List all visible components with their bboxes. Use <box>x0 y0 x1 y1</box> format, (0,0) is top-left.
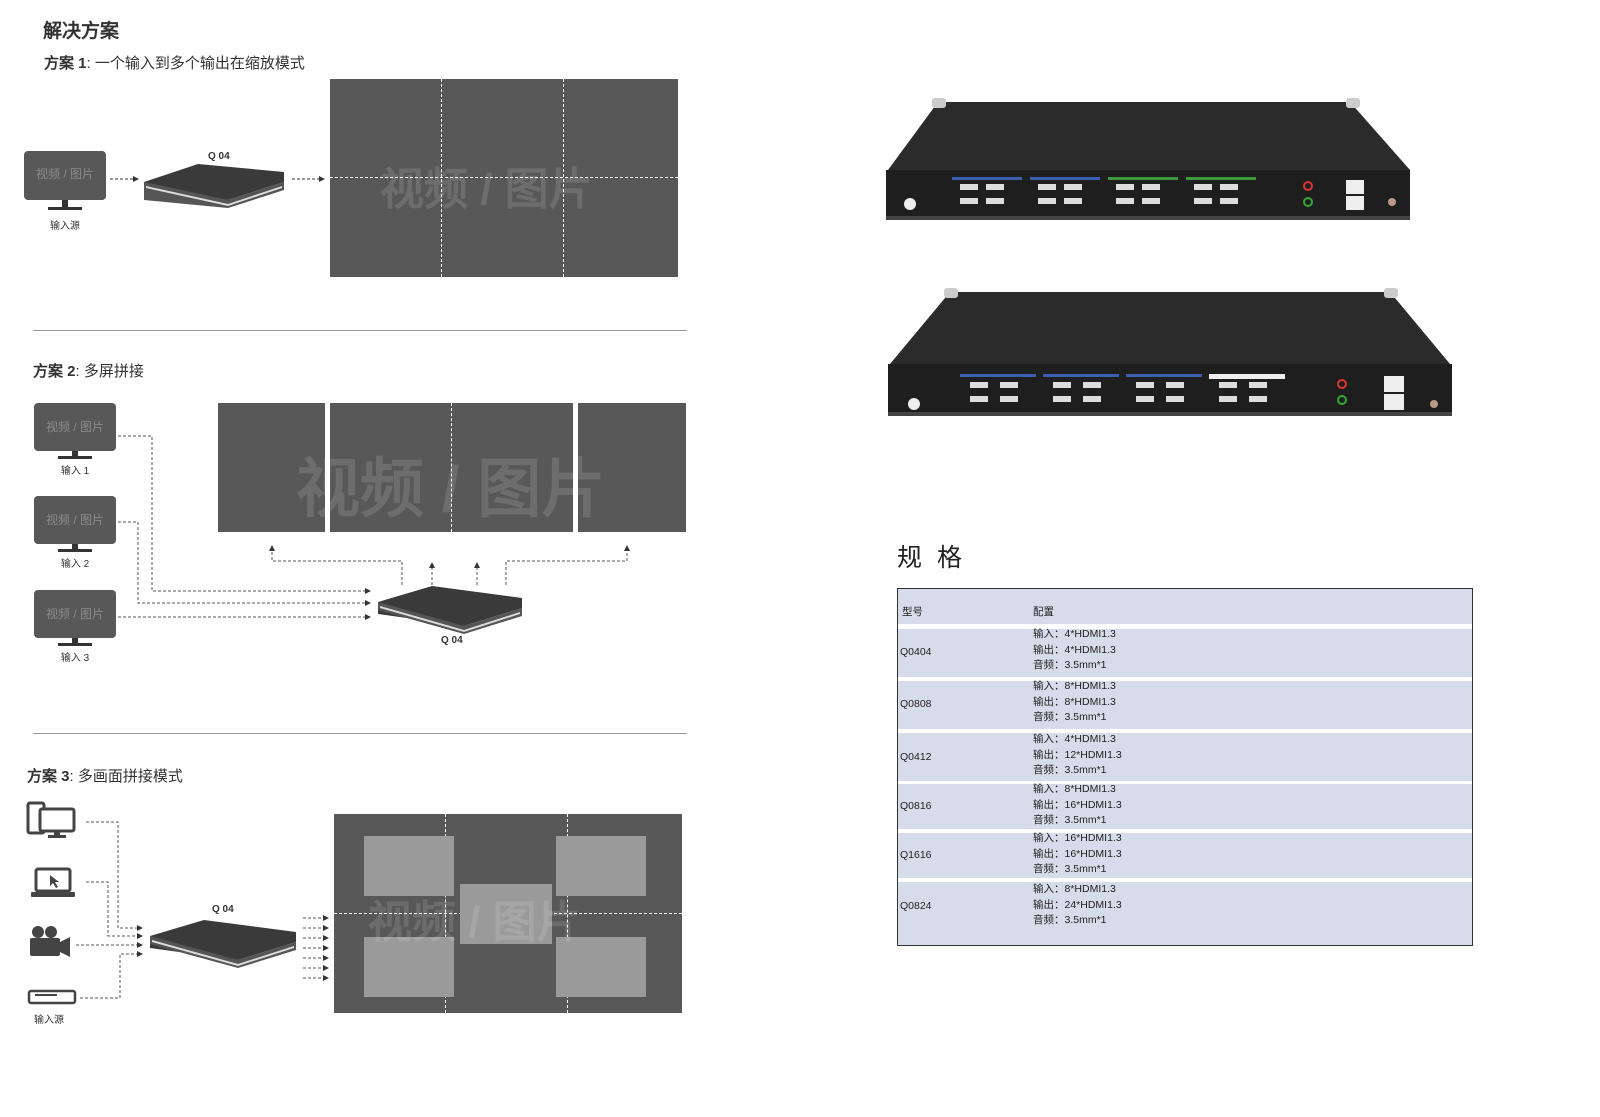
plan1-title: 方案 1: 一个输入到多个输出在缩放模式 <box>44 55 305 72</box>
plan2-screen-1 <box>218 403 325 532</box>
plan1-device <box>144 164 284 208</box>
plan2-device-label: Q 04 <box>441 635 463 646</box>
player-icon <box>27 989 77 1005</box>
header-model: 型号 <box>902 606 923 618</box>
section-title: 解决方案 <box>43 21 120 42</box>
row-model: Q0816 <box>900 800 932 812</box>
window-tile <box>460 884 552 944</box>
plan1-video-wall: 视频 / 图片 <box>330 79 678 277</box>
window-tile <box>364 836 454 896</box>
camera-icon <box>30 926 70 957</box>
plan3-title: 方案 3: 多画面拼接模式 <box>27 768 183 785</box>
window-tile <box>364 937 454 997</box>
spec-title: 规 格 <box>897 544 966 572</box>
plan2-monitor-3: 视频 / 图片 输入 3 <box>34 590 116 664</box>
plan1-watermark: 视频 / 图片 <box>380 165 593 214</box>
monitor-screen: 视频 / 图片 <box>34 590 116 638</box>
divider-1 <box>33 330 687 331</box>
monitor-label: 输入 1 <box>60 466 90 477</box>
plan2-screen-3 <box>578 403 686 532</box>
laptop-icon <box>31 867 75 897</box>
monitor-screen: 视频 / 图片 <box>34 496 116 544</box>
plan1-device-label: Q 04 <box>208 151 230 162</box>
plan3-device <box>150 920 296 968</box>
plan2-device <box>378 586 522 634</box>
monitor-label: 输入源 <box>50 221 80 232</box>
monitor-screen: 视频 / 图片 <box>24 151 106 200</box>
row-model: Q1616 <box>900 849 932 861</box>
monitor-label: 输入 2 <box>60 559 90 570</box>
divider-2 <box>33 733 687 734</box>
header-config: 配置 <box>1033 606 1054 618</box>
plan3-watermark: 视频 / 图片 <box>368 898 581 947</box>
plan3-video-wall: 视频 / 图片 <box>334 814 682 1013</box>
row-model: Q0808 <box>900 698 932 710</box>
device-photo-top <box>886 98 1410 220</box>
plan2-screen-2 <box>330 403 573 532</box>
plan2-watermark: 视频 / 图片 <box>296 453 606 525</box>
plan2-monitor-1: 视频 / 图片 输入 1 <box>34 403 116 477</box>
spec-header-row: 型号 配置 <box>898 589 1472 624</box>
plan2-monitor-2: 视频 / 图片 输入 2 <box>34 496 116 570</box>
monitor-label: 输入 3 <box>60 653 90 664</box>
row-model: Q0404 <box>900 646 932 658</box>
row-model: Q0412 <box>900 751 932 763</box>
row-model: Q0824 <box>900 900 932 912</box>
plan2-title: 方案 2: 多屏拼接 <box>33 363 144 380</box>
monitor-screen: 视频 / 图片 <box>34 403 116 451</box>
plan3-device-label: Q 04 <box>212 904 234 915</box>
plan1-input-monitor: 视频 / 图片 输入源 <box>24 151 106 232</box>
plan3-source-label: 输入源 <box>34 1015 64 1026</box>
window-tile <box>556 937 646 997</box>
window-tile <box>556 836 646 896</box>
pc-icon <box>26 801 76 838</box>
device-photo-bottom <box>888 288 1452 416</box>
